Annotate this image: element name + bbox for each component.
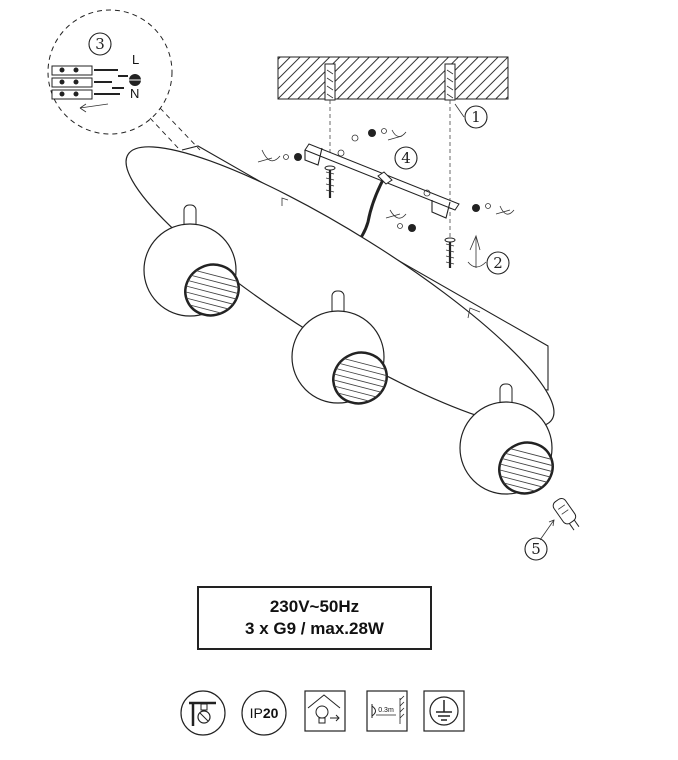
bulb-spec: 3 x G9 / max.28W <box>245 619 384 638</box>
step-1-marker: 1 <box>454 103 488 129</box>
step-2-marker: 2 <box>486 251 510 275</box>
svg-text:IP20: IP20 <box>250 705 279 721</box>
bulb-replacement-icon <box>304 690 346 732</box>
step-3-marker: 3 <box>95 35 105 53</box>
step-4-marker: 4 <box>394 146 418 170</box>
wiring-detail: 3 L N <box>47 9 201 151</box>
minimum-distance-icon: 0.3m <box>366 690 408 732</box>
spotlight <box>291 290 389 407</box>
terminal-block <box>51 65 128 100</box>
step-5-marker: 5 <box>524 537 548 561</box>
wall-plug <box>444 63 456 101</box>
screw <box>444 237 456 268</box>
voltage-spec: 230V~50Hz <box>269 597 360 616</box>
nut <box>368 128 387 137</box>
wall-plug <box>324 63 336 101</box>
g9-bulb-icon <box>539 497 580 541</box>
spotlight <box>143 204 241 319</box>
neutral-label: N <box>130 86 139 101</box>
electrical-spec-box: 230V~50Hz 3 x G9 / max.28W <box>197 586 432 650</box>
svg-text:0.3m: 0.3m <box>378 707 394 714</box>
class-ii-luminaire-icon <box>180 690 226 736</box>
live-label: L <box>132 52 139 67</box>
rotation-arrow-icon <box>257 129 515 268</box>
svg-text:4: 4 <box>401 149 411 167</box>
screw <box>324 165 336 198</box>
ip-rating-icon: IP20 <box>241 690 287 736</box>
power-cable <box>352 171 393 248</box>
nut <box>397 223 416 232</box>
ceiling <box>277 56 509 100</box>
spotlight <box>459 383 555 497</box>
svg-text:2: 2 <box>493 254 503 272</box>
earth-ground-icon <box>423 690 465 732</box>
guide-lines <box>329 100 451 240</box>
svg-text:1: 1 <box>471 108 481 126</box>
nut <box>472 203 491 212</box>
earth-terminal-icon <box>129 74 141 86</box>
nut <box>283 153 302 161</box>
svg-text:5: 5 <box>531 540 541 558</box>
